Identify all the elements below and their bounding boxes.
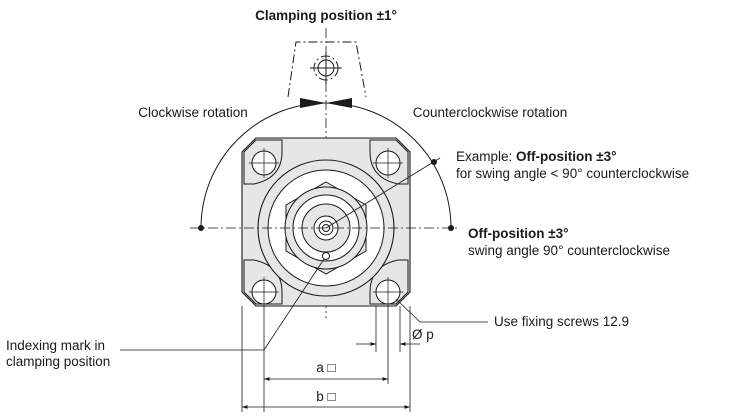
example-prefix: Example: <box>456 149 516 164</box>
bolt-hole-centerlines <box>249 148 403 307</box>
dimension-lines <box>241 306 411 412</box>
counterclockwise-rotation-label: Counterclockwise rotation <box>413 105 568 120</box>
diameter-p-label: Ø p <box>412 327 434 342</box>
indexing-mark-label-line2: clamping position <box>6 354 110 369</box>
clamping-position-title: Clamping position ±1° <box>255 8 397 23</box>
dimension-a-label: a □ <box>316 360 335 375</box>
fixing-screws-leader <box>395 298 488 323</box>
example-leader-line <box>325 157 441 229</box>
indexing-leader-line <box>120 258 325 351</box>
fixing-screws-label: Use fixing screws 12.9 <box>494 314 629 329</box>
example-off-position-desc: for swing angle < 90° counterclockwise <box>456 166 689 181</box>
clamp-arm-phantom <box>287 41 367 98</box>
arc-end-dot-left <box>198 225 204 231</box>
indexing-mark-label-line1: Indexing mark in <box>6 338 105 353</box>
indexing-mark <box>322 252 330 260</box>
off-position-label: Off-position ±3° <box>468 226 569 241</box>
example-off-position-label: Example: Off-position ±3° <box>456 149 617 164</box>
example-bold: Off-position ±3° <box>516 149 617 164</box>
off-position-desc: swing angle 90° counterclockwise <box>468 243 670 258</box>
clamping-tolerance-wedges <box>300 98 352 108</box>
clockwise-rotation-label: Clockwise rotation <box>138 105 248 120</box>
dimension-b-label: b □ <box>316 389 335 404</box>
